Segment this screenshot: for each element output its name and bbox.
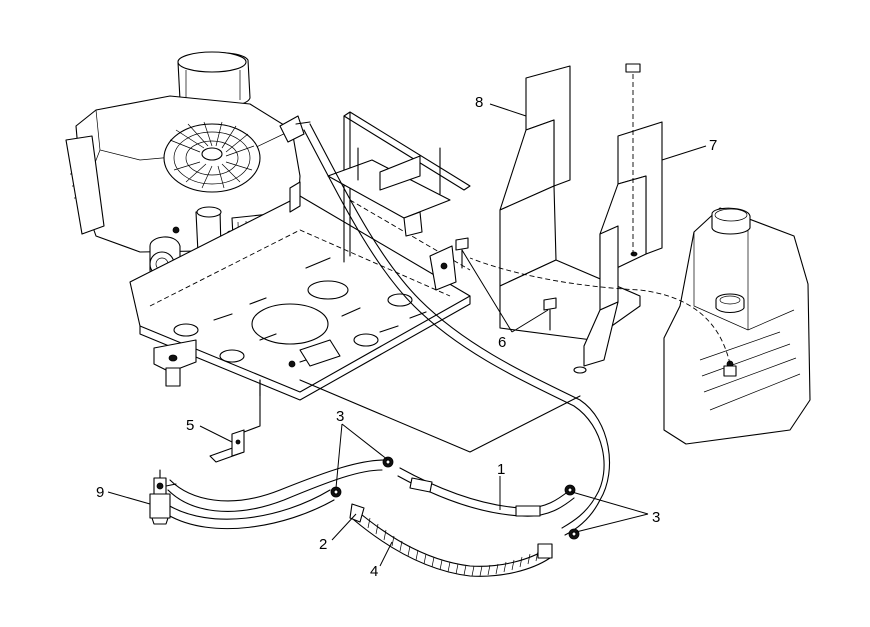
callout-3-left: 3 (336, 408, 344, 425)
callout-8: 8 (475, 94, 483, 111)
shield-bolt (455, 237, 557, 331)
callout-labels: 1 2 3 3 4 5 6 7 8 9 (96, 94, 717, 580)
callout-1: 1 (497, 461, 505, 478)
callout-leaders (107, 103, 707, 567)
callout-2: 2 (319, 536, 327, 553)
callout-5: 5 (186, 417, 194, 434)
plate-leader-line (299, 379, 581, 453)
fuel-filter (149, 469, 177, 525)
frame-bracket (289, 111, 471, 291)
callout-3-right: 3 (652, 509, 660, 526)
callout-7: 7 (709, 137, 717, 154)
mount-bracket (209, 379, 261, 463)
spiral-guard (349, 503, 553, 577)
fuel-tank (663, 207, 811, 445)
tank-outlet-dash (469, 257, 731, 365)
callout-6: 6 (498, 334, 506, 351)
callout-9: 9 (96, 484, 104, 501)
engine-mount-plate (129, 195, 471, 401)
rear-shield (573, 121, 663, 374)
shield-bolt-top (625, 63, 641, 258)
callout-4: 4 (370, 563, 378, 580)
